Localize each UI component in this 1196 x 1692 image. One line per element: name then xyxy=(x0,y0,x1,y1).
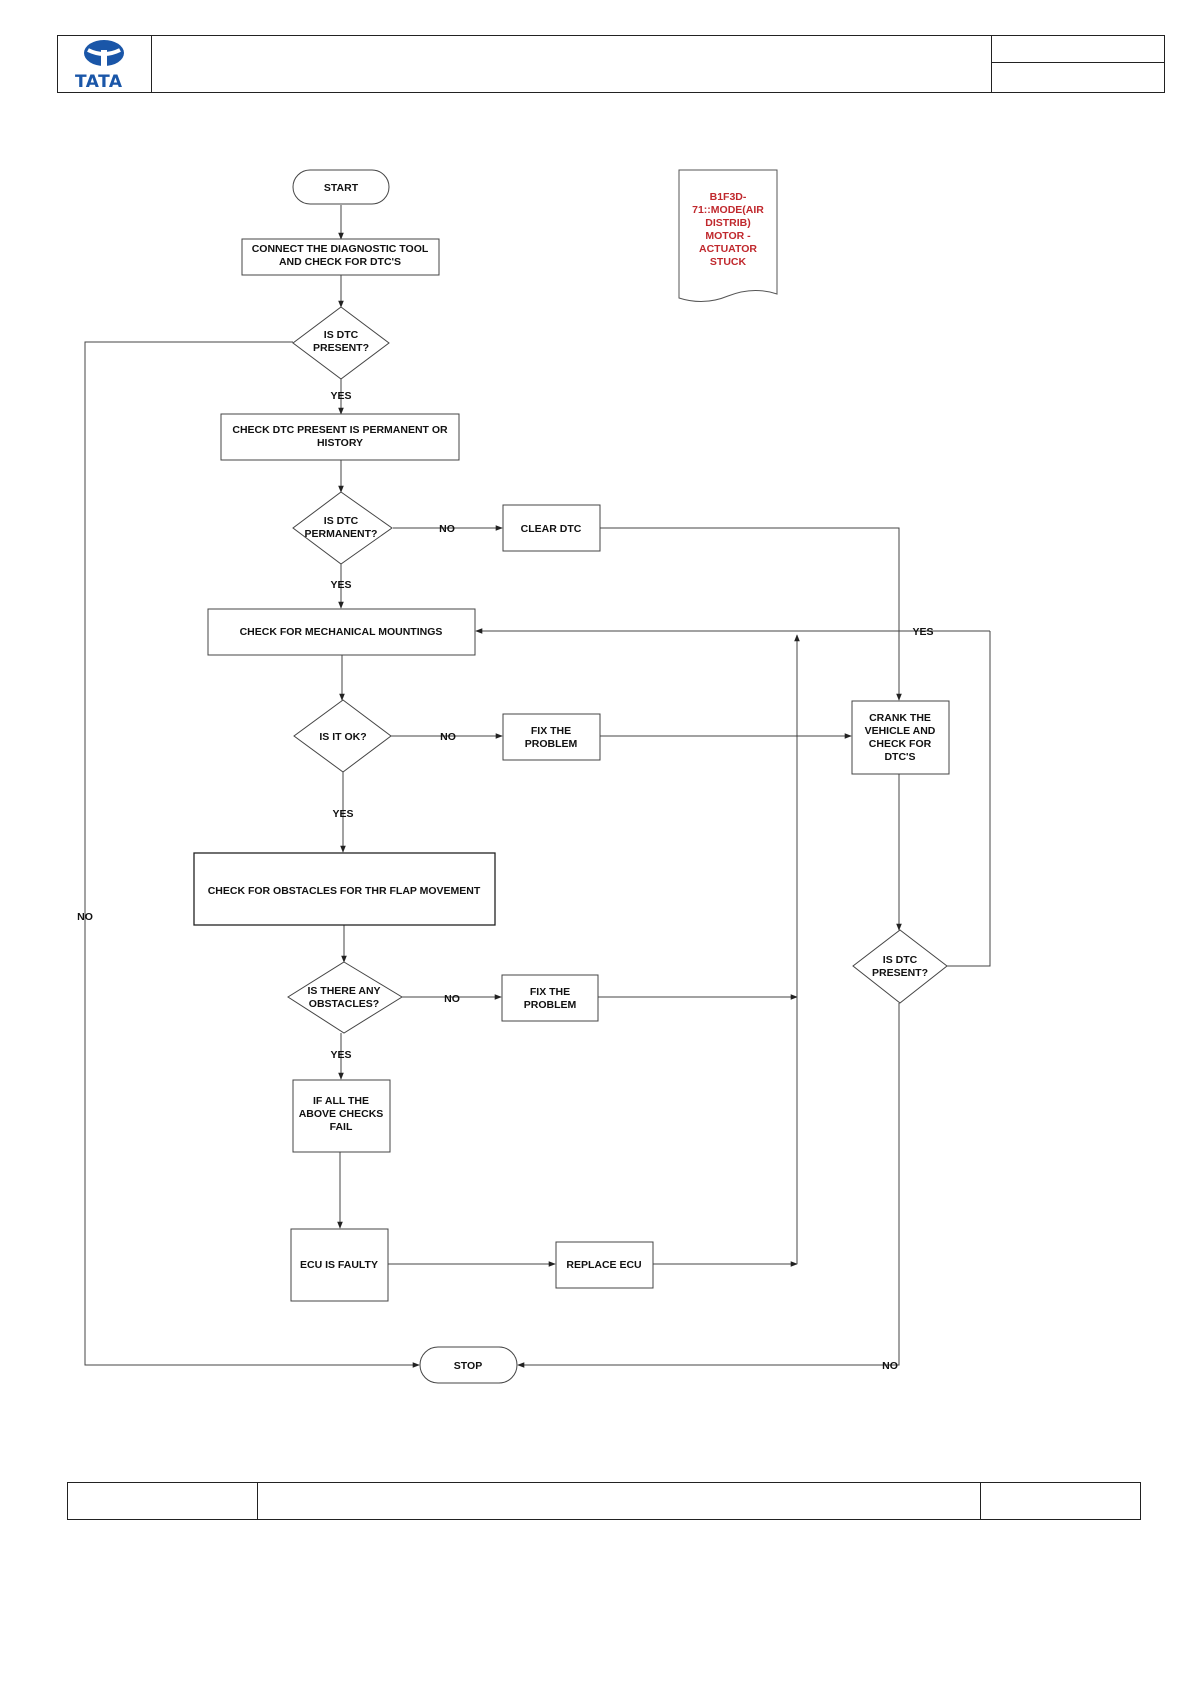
crank-line-2: VEHICLE AND xyxy=(865,725,936,737)
tata-logo-icon xyxy=(84,40,124,66)
is-dtc-present-line-2: PRESENT? xyxy=(313,342,369,354)
replace-ecu-box xyxy=(555,1241,654,1289)
fix-problem-2-line-1: FIX THE xyxy=(530,986,570,998)
no-label-left: NO xyxy=(77,911,93,923)
all-checks-fail-line-3: FAIL xyxy=(330,1121,353,1133)
no-label-3: NO xyxy=(444,993,460,1005)
fix-problem-box-1 xyxy=(502,713,601,761)
footer-right-cell xyxy=(980,1483,1140,1519)
start-terminator xyxy=(292,169,390,205)
any-obstacles-diamond xyxy=(287,961,403,1034)
is-dtc-permanent-line-2: PERMANENT? xyxy=(305,528,378,540)
ecu-faulty-label: ECU IS FAULTY xyxy=(300,1259,378,1271)
check-permanent-line-2: HISTORY xyxy=(317,437,363,449)
crank-vehicle-box xyxy=(851,700,950,775)
dtc-note-line-4: MOTOR - xyxy=(705,230,751,242)
is-dtc-present-diamond xyxy=(292,306,390,380)
any-obstacles-line-1: IS THERE ANY xyxy=(307,985,380,997)
stop-label: STOP xyxy=(454,1360,482,1372)
footer-left-cell xyxy=(68,1483,258,1519)
connect-tool-box xyxy=(241,238,440,276)
check-obstacles-label: CHECK FOR OBSTACLES FOR THR FLAP MOVEMEN… xyxy=(208,885,481,897)
start-label: START xyxy=(324,182,359,194)
is-dtc-permanent-diamond xyxy=(292,491,393,565)
yes-label-4: YES xyxy=(330,1049,351,1061)
yes-label-1: YES xyxy=(330,390,351,402)
check-permanent-box xyxy=(220,413,460,461)
dtc-note-line-6: STUCK xyxy=(710,256,747,268)
ecu-faulty-box xyxy=(290,1228,389,1302)
page-header: TATA xyxy=(57,35,1165,93)
yes-label-3: YES xyxy=(332,808,353,820)
all-checks-fail-line-1: IF ALL THE xyxy=(313,1095,369,1107)
dtc-note-line-5: ACTUATOR xyxy=(699,243,757,255)
check-mountings-box xyxy=(207,608,476,656)
fix-problem-box-2 xyxy=(501,974,599,1022)
header-right-cells xyxy=(991,36,1164,92)
connect-line-1: CONNECT THE DIAGNOSTIC TOOL xyxy=(252,243,429,255)
dtc-note-shape xyxy=(678,169,778,302)
yes-label-2: YES xyxy=(330,579,351,591)
dtc-note-line-1: B1F3D- xyxy=(710,191,747,203)
dtc-note-line-3: DISTRIB) xyxy=(705,217,751,229)
connectors xyxy=(84,205,991,1368)
fix-problem-2-line-2: PROBLEM xyxy=(524,999,577,1011)
clear-dtc-label: CLEAR DTC xyxy=(521,523,582,535)
no-label-1: NO xyxy=(439,523,455,535)
check-mountings-label: CHECK FOR MECHANICAL MOUNTINGS xyxy=(240,626,443,638)
check-permanent-line-1: CHECK DTC PRESENT IS PERMANENT OR xyxy=(232,424,448,436)
any-obstacles-line-2: OBSTACLES? xyxy=(309,998,379,1010)
check-obstacles-box xyxy=(193,852,496,926)
no-label-bottom: NO xyxy=(882,1360,898,1372)
is-dtc-present-2-diamond xyxy=(852,929,948,1004)
is-dtc-present-line-1: IS DTC xyxy=(324,329,359,341)
crank-line-3: CHECK FOR xyxy=(869,738,932,750)
crank-line-4: DTC'S xyxy=(884,751,915,763)
is-it-ok-label: IS IT OK? xyxy=(319,731,366,743)
no-label-2: NO xyxy=(440,731,456,743)
crank-line-1: CRANK THE xyxy=(869,712,931,724)
is-dtc-present-2-line-1: IS DTC xyxy=(883,954,918,966)
all-checks-fail-line-2: ABOVE CHECKS xyxy=(299,1108,384,1120)
logo-text: TATA xyxy=(75,72,123,92)
yes-label-loop: YES xyxy=(912,626,933,638)
is-dtc-present-2-line-2: PRESENT? xyxy=(872,967,928,979)
tata-logo: TATA xyxy=(58,36,152,92)
dtc-note-line-2: 71::MODE(AIR xyxy=(692,204,764,216)
fix-problem-1-line-1: FIX THE xyxy=(531,725,571,737)
replace-ecu-label: REPLACE ECU xyxy=(566,1259,641,1271)
all-checks-fail-box xyxy=(292,1079,391,1153)
clear-dtc-box xyxy=(502,504,601,552)
page-footer xyxy=(67,1482,1141,1520)
fix-problem-1-line-2: PROBLEM xyxy=(525,738,578,750)
header-divider xyxy=(992,62,1164,63)
stop-terminator xyxy=(419,1346,518,1384)
is-it-ok-diamond xyxy=(293,699,392,773)
is-dtc-permanent-line-1: IS DTC xyxy=(324,515,359,527)
connect-line-2: AND CHECK FOR DTC'S xyxy=(279,256,401,268)
